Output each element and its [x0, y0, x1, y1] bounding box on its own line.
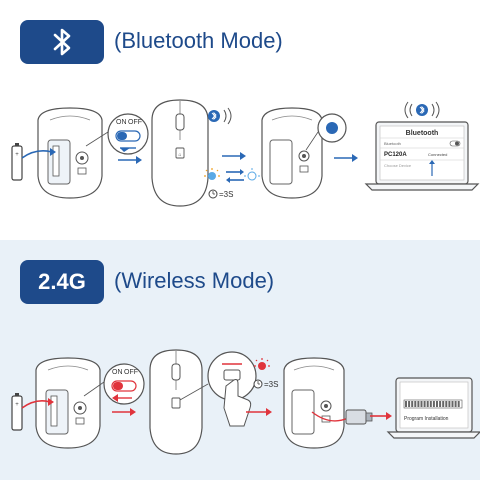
- usb-receiver-icon: [345, 409, 373, 425]
- mouse-bottom-view-3: [283, 357, 345, 449]
- svg-text:+: +: [15, 152, 19, 158]
- progress-tick: [448, 401, 451, 407]
- progress-tick: [426, 401, 429, 407]
- progress-tick: [420, 401, 423, 407]
- step-arrow-1: [118, 156, 142, 164]
- switch-on-label: ON: [116, 119, 127, 126]
- wireless-steps-diagram: + ON OF: [11, 349, 480, 455]
- button-press-callout: [179, 351, 257, 401]
- mouse-bottom-view-2: [35, 357, 101, 449]
- progress-tick: [423, 401, 426, 407]
- wireless-section: 2.4G (Wireless Mode) +: [0, 240, 480, 480]
- laptop-bluetooth-signal-icon: [404, 101, 440, 119]
- progress-tick: [432, 401, 435, 407]
- wireless-badge-text: 2.4G: [38, 269, 86, 294]
- battery-icon: +: [11, 143, 23, 181]
- hold-time-label: =3S: [219, 190, 233, 199]
- mouse-bottom-view-pairing: [261, 107, 323, 199]
- bluetooth-section: (Bluetooth Mode) +: [11, 20, 480, 207]
- switch-off-label-2: OFF: [124, 369, 138, 376]
- insert-battery-arrow: [21, 150, 53, 159]
- switch-off-label: OFF: [128, 119, 142, 126]
- clock-icon-2: [253, 379, 263, 389]
- bluetooth-badge: [20, 20, 104, 64]
- step-arrow-red-3: [370, 412, 392, 420]
- step-arrow-3: [334, 154, 358, 162]
- screen-device-status: Connected: [428, 152, 447, 157]
- finger-press-icon: [223, 379, 252, 427]
- clock-icon: [208, 189, 218, 199]
- screen-row1-label: Bluetooth: [384, 141, 401, 146]
- bluetooth-icon: [53, 28, 71, 56]
- cycle-arrows-icon: [226, 169, 244, 183]
- progress-tick: [457, 401, 460, 407]
- progress-tick: [445, 401, 448, 407]
- switch-on-label-2: ON: [112, 369, 123, 376]
- step-arrow-2: [222, 152, 246, 160]
- screen-header: Bluetooth: [406, 130, 439, 137]
- step-arrow-red-1: [112, 408, 136, 416]
- progress-tick: [414, 401, 417, 407]
- mouse-bottom-view: [37, 107, 103, 199]
- wireless-badge: 2.4G: [20, 260, 104, 304]
- progress-tick: [442, 401, 445, 407]
- receiver-arrow: [311, 411, 349, 422]
- laptop-bluetooth-screen: [364, 121, 480, 191]
- progress-tick: [408, 401, 411, 407]
- install-progress-bar: [405, 401, 460, 407]
- screen-progress-label: Program Installation: [404, 416, 449, 422]
- progress-tick: [417, 401, 420, 407]
- wireless-mode-title: (Wireless Mode): [114, 268, 275, 293]
- progress-tick: [454, 401, 457, 407]
- step-arrow-red-2: [246, 408, 272, 416]
- screen-row3-label: Choose Device: [384, 163, 412, 168]
- progress-tick: [439, 401, 442, 407]
- progress-tick: [411, 401, 414, 407]
- power-switch-callout-2: [83, 363, 145, 405]
- progress-tick: [429, 401, 432, 407]
- led-red-light-icon: [254, 358, 270, 370]
- progress-tick: [405, 401, 407, 407]
- bluetooth-steps-diagram: + ON OF: [11, 99, 480, 207]
- mouse-top-view-2: [149, 349, 203, 455]
- battery-icon-2: +: [11, 393, 23, 431]
- insert-battery-arrow-2: [21, 400, 51, 409]
- progress-tick: [436, 401, 438, 407]
- hold-time-label-2: =3S: [264, 380, 278, 389]
- screen-device-name: PC120A: [384, 152, 407, 158]
- laptop-install-screen: [386, 377, 480, 439]
- svg-text:+: +: [15, 402, 19, 408]
- led-blue-light-icon: [204, 168, 220, 180]
- progress-tick: [451, 401, 454, 407]
- bluetooth-mode-title: (Bluetooth Mode): [114, 28, 283, 53]
- mouse-top-view: ⌂: [151, 99, 209, 207]
- bluetooth-signal-icon: [208, 107, 232, 125]
- led-off-light-icon: [244, 168, 260, 181]
- power-switch-callout: [85, 113, 149, 155]
- pairing-button-callout: [305, 113, 347, 151]
- svg-text:⌂: ⌂: [178, 152, 181, 158]
